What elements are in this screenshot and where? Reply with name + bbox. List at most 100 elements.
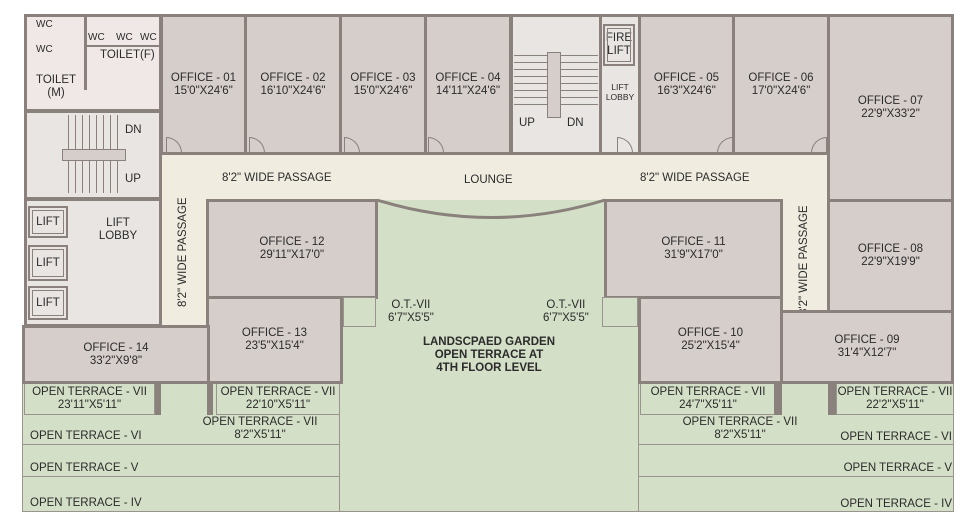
lift-label: LIFT [36, 256, 60, 269]
office-name: OFFICE - 09 [834, 334, 900, 346]
terrace-name: OPEN TERRACE - VII [220, 385, 336, 398]
office-size: 15'0"X24'6" [353, 84, 413, 97]
wc-label: WC [140, 32, 157, 43]
terrace-size: 8'2"X5'11" [714, 429, 766, 441]
stair-dn-label: DN [567, 117, 584, 129]
passage-label: 8'2" WIDE PASSAGE [177, 197, 189, 307]
terrace-name: OPEN TERRACE - VII [202, 416, 318, 428]
office-name: OFFICE - 04 [435, 71, 501, 84]
office-size: 15'0"X24'6" [174, 84, 233, 97]
wall [828, 382, 836, 415]
toilet-label: (M) [47, 87, 65, 99]
passage-left [160, 153, 208, 325]
ot-size: 6'7"X5'5" [543, 312, 589, 324]
office-size: 22'9"X19'9" [861, 256, 920, 268]
lobby-label: LIFT [106, 217, 130, 229]
divider [638, 476, 954, 477]
toilet-label: TOILET [36, 74, 77, 86]
ot-size: 6'7"X5'5" [388, 312, 434, 324]
terrace-name: OPEN TERRACE - VII [837, 385, 953, 398]
terrace-iv-left: OPEN TERRACE - IV [30, 497, 142, 509]
office-name: OFFICE - 10 [677, 327, 744, 339]
ot-name: O.T.-VII [546, 299, 586, 311]
stair-up-label: UP [125, 173, 141, 185]
office-size: 16'3"X24'6" [657, 84, 716, 97]
passage-horizontal [160, 153, 830, 201]
terrace-iv-right: OPEN TERRACE - IV [840, 498, 952, 510]
wc-label: WC [36, 19, 53, 30]
wall [155, 382, 161, 415]
office-size: 23'5"X15'4" [245, 340, 304, 352]
office-name: OFFICE - 13 [241, 327, 308, 339]
wall [774, 382, 782, 415]
office-name: OFFICE - 05 [653, 71, 720, 84]
office-name: OFFICE - 11 [661, 236, 726, 248]
wc-label: WC [116, 32, 133, 43]
office-size: 29'11"X17'0" [259, 249, 325, 261]
wall [207, 382, 213, 415]
wc-label: WC [88, 32, 105, 43]
lobby-label: LOBBY [98, 230, 138, 242]
office-size: 31'9"X17'0" [664, 249, 723, 261]
office-name: OFFICE - 06 [748, 71, 814, 84]
terrace-vi-right: OPEN TERRACE - VI [840, 431, 952, 443]
stair-landing [62, 149, 126, 161]
garden-label: 4TH FLOOR LEVEL [436, 362, 542, 374]
office-name: OFFICE - 07 [857, 95, 924, 107]
terrace-vi-left: OPEN TERRACE - VI [30, 430, 142, 442]
office-name: OFFICE - 01 [170, 71, 237, 84]
fire-lift-label: LIFT [607, 45, 631, 57]
stair-up-label: UP [519, 117, 535, 129]
terrace-size: 22'2"X5'11" [866, 398, 924, 411]
lift-label: LIFT [36, 215, 60, 228]
passage-right [782, 153, 828, 325]
lift-label: LIFT [36, 296, 60, 309]
terrace-size: 23'11"X5'11" [57, 398, 122, 411]
wall [84, 45, 162, 47]
divider [22, 444, 340, 445]
terrace-name: OPEN TERRACE - VII [650, 385, 766, 398]
lift-1: LIFT [28, 206, 68, 238]
office-size: 31'4"X12'7" [837, 347, 897, 359]
office-name: OFFICE - 02 [260, 71, 326, 84]
lobby-label: LOBBY [605, 92, 635, 102]
passage-label: 8'2" WIDE PASSAGE [222, 172, 332, 184]
office-name: OFFICE - 03 [350, 71, 416, 84]
office-name: OFFICE - 12 [259, 236, 325, 248]
lounge-curve [376, 198, 606, 219]
divider [638, 444, 954, 445]
office-size: 33'2"X9'8" [89, 354, 143, 367]
ot-vii-left-box [343, 297, 376, 327]
ot-name: O.T.-VII [391, 299, 431, 311]
office-name: OFFICE - 14 [83, 341, 149, 354]
office-size: 14'11"X24'6" [435, 84, 501, 97]
stair-landing [547, 52, 561, 118]
office-size: 22'9"X33'2" [861, 108, 920, 120]
lift-3: LIFT [28, 286, 68, 320]
office-size: 25'2"X15'4" [681, 340, 740, 352]
ot-vii-right-box [602, 297, 638, 327]
